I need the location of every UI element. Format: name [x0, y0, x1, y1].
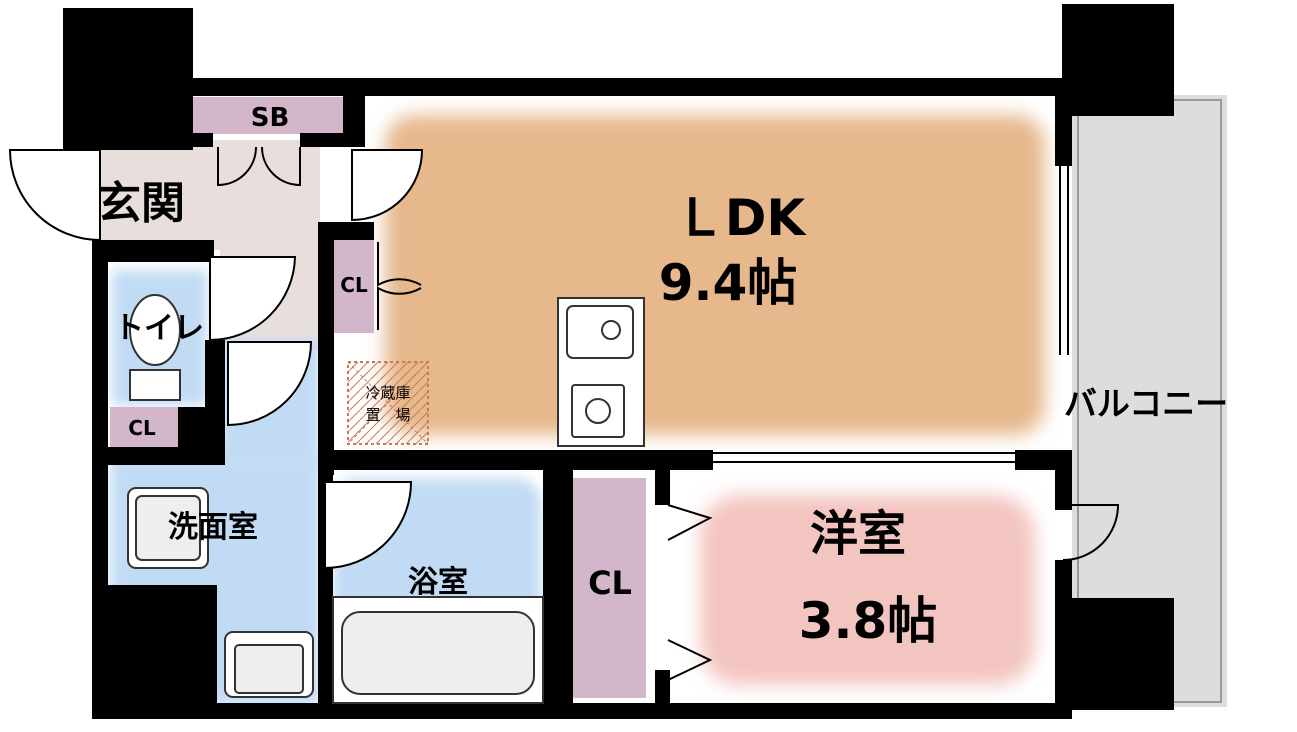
closet-small-fill: [334, 240, 374, 333]
sb-label: SB: [251, 103, 290, 133]
balcony-label: バルコニー: [1064, 384, 1228, 423]
fridge-label-2: 置 場: [365, 406, 410, 424]
toilet-label: トイレ: [114, 311, 204, 346]
entrance-label: 玄関: [97, 178, 185, 229]
closet-toilet-fill: [110, 407, 178, 447]
ldk-name-label: ＬDK: [675, 189, 808, 247]
ldk-size-label: 9.4帖: [659, 254, 798, 312]
toilet-bowl: [129, 294, 181, 366]
western-name-label: 洋室: [810, 506, 906, 562]
doors: [8, 146, 1120, 681]
closet-large-fill: [573, 478, 646, 698]
closet-large-label: CL: [588, 564, 632, 602]
closet-small-label: CL: [340, 273, 368, 297]
ldk-fill: [385, 115, 1045, 435]
hall-fill: [100, 140, 320, 250]
toilet-closet-label: CL: [128, 416, 156, 440]
labels: 玄関 SB ＬDK 9.4帖 CL トイレ CL 冷蔵庫 置 場 洗面室 浴室 …: [97, 103, 1228, 650]
sink: [566, 305, 634, 359]
bathroom-label: 浴室: [408, 565, 468, 600]
washroom-label: 洗面室: [168, 510, 258, 545]
fridge-label-1: 冷蔵庫: [365, 384, 410, 402]
sb-fill: [193, 97, 343, 134]
fixtures: [127, 294, 645, 704]
western-room-fill: [700, 495, 1035, 685]
walls: [63, 4, 1174, 719]
western-size-label: 3.8帖: [799, 592, 938, 650]
